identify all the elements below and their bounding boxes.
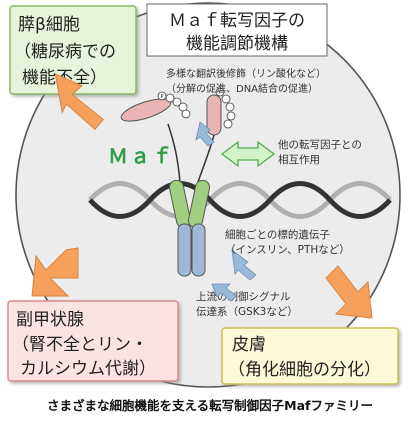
arrow-to-pancreas [54, 73, 105, 131]
right-phospho-beads: P [215, 87, 236, 129]
parathyroid-line-3: カルシウム代謝） [20, 359, 156, 379]
arrow-to-skin [325, 265, 373, 319]
interaction-annotation-line-1: 他の転写因子との [278, 138, 362, 151]
phospho-bead [226, 111, 236, 121]
dna-strand-light [88, 181, 392, 219]
pancreas-line-2: （糖尿病での [14, 42, 116, 62]
signal-annotation-line-2: 伝達系（GSK3など） [196, 306, 298, 318]
phospho-bead [221, 94, 231, 104]
phospho-mark: P [160, 94, 163, 100]
parathyroid-line-2: （腎不全とリン・ [12, 335, 148, 355]
right-blue-domain [191, 223, 206, 277]
interaction-annotation-line-2: 相互作用 [278, 153, 320, 166]
ptm-annotation-line-1: 多様な翻訳後修飾（リン酸化など） [166, 67, 326, 80]
signal-annotation-line-1: 上流の制御シグナル [196, 290, 291, 303]
signal-arrow [211, 283, 237, 302]
title-box: Ｍａｆ転写因子の 機能調節機構 [146, 3, 328, 57]
right-linker [197, 134, 215, 183]
phospho-bead [181, 109, 191, 119]
dna-strand-dark [88, 181, 392, 219]
skin-line-2: （角化細胞の分化） [228, 360, 381, 380]
ptm-annotation-line-2: （分解の促進、DNA結合の促進） [166, 82, 318, 95]
arrow-to-parathyroid [31, 247, 79, 297]
phospho-bead [172, 97, 182, 107]
phospho-bead [215, 87, 225, 97]
phospho-mark: P [218, 90, 221, 96]
title-box-frame [146, 3, 328, 57]
target-gene-arrow [231, 249, 257, 281]
ptm-arrow [195, 121, 215, 147]
skin-line-1: 皮膚 [232, 335, 266, 355]
skin-box-frame [221, 327, 399, 385]
phospho-bead [157, 91, 167, 101]
phospho-bead [165, 93, 175, 103]
title-line-2: 機能調節機構 [186, 34, 288, 54]
interaction-double-arrow [220, 140, 276, 168]
parathyroid-line-1: 副甲状腺 [16, 310, 84, 330]
pancreas-box: 膵β細胞 （糖尿病での 機能不全） [9, 5, 137, 95]
pancreas-line-1: 膵β細胞 [18, 15, 80, 35]
orange-arrows [31, 73, 373, 319]
skin-box: 皮膚 （角化細胞の分化） [221, 327, 399, 385]
phospho-bead [223, 119, 233, 129]
target-annotation-line-2: （インスリン、PTHなど） [225, 244, 350, 256]
maf-dimer: P P [120, 87, 236, 277]
title-line-1: Ｍａｆ転写因子の [169, 11, 305, 31]
figure-caption: さまざまな細胞機能を支える転写制御因子Mafファミリー [47, 398, 373, 413]
phospho-bead [225, 102, 235, 112]
left-phospho-beads: P [157, 91, 191, 119]
left-blue-domain [177, 223, 192, 277]
target-annotation-line-1: 細胞ごとの標的遺伝子 [225, 228, 330, 241]
parathyroid-box: 副甲状腺 （腎不全とリン・ カルシウム代謝） [7, 300, 179, 382]
parathyroid-box-frame [7, 300, 179, 382]
left-linker [167, 123, 181, 183]
dna-helix [88, 181, 392, 219]
maf-label: Ｍａｆ [108, 144, 174, 168]
